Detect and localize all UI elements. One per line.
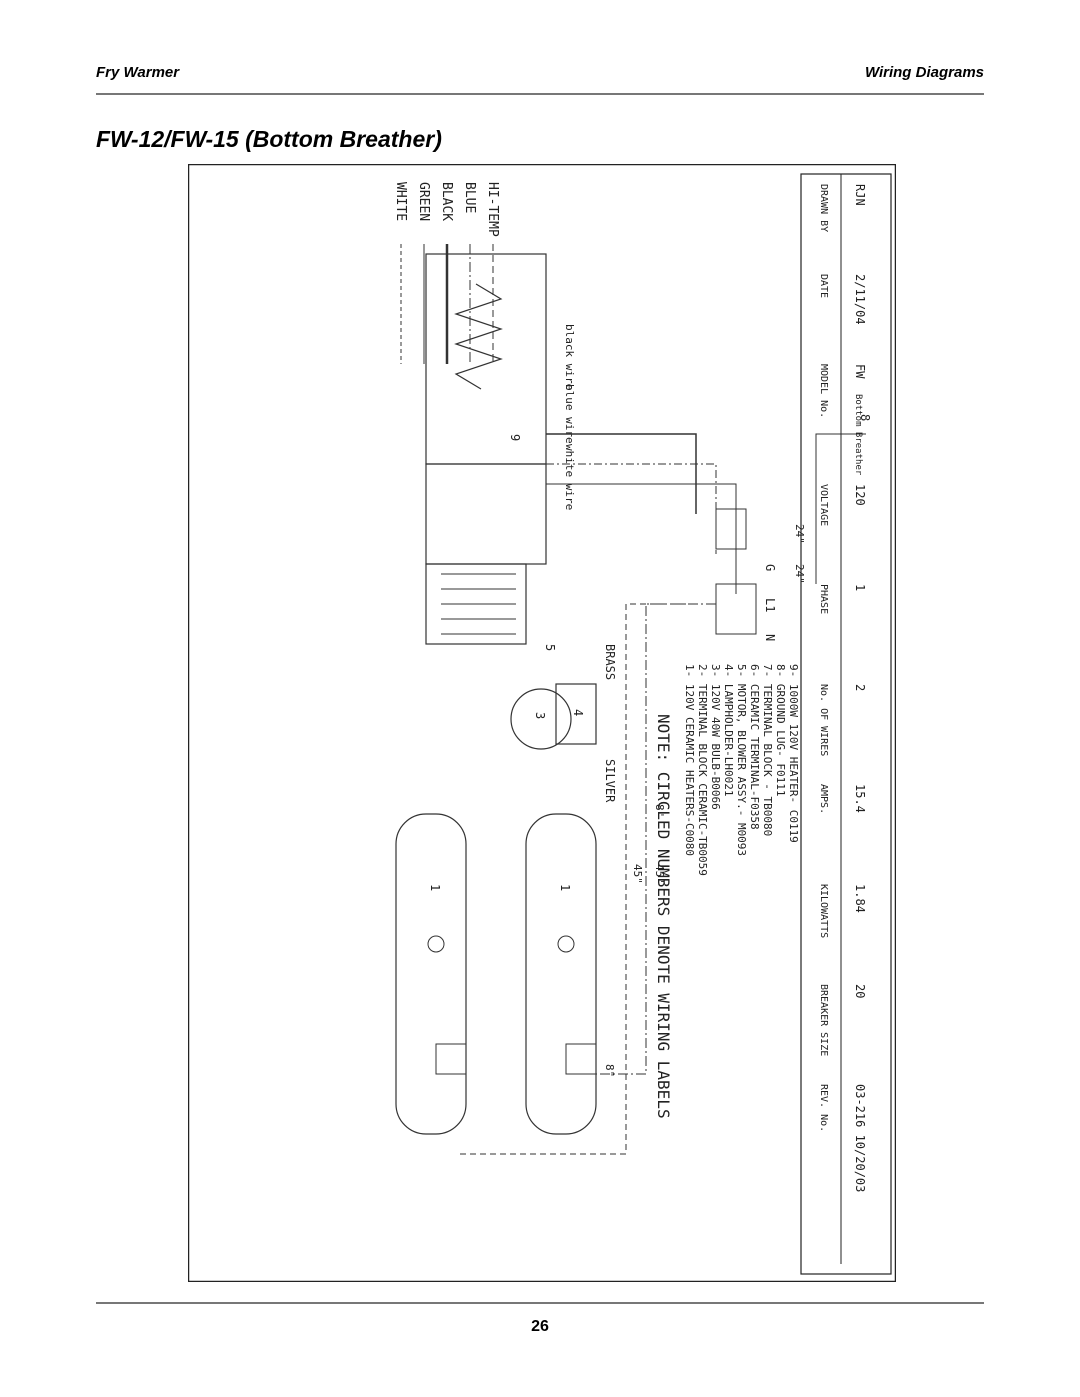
terminal-n: N	[763, 634, 777, 641]
terminal-block-2	[715, 508, 747, 550]
tb-amps-value: 15.4	[853, 784, 867, 813]
brass-terminal-label: BRASS	[603, 644, 617, 680]
legend-white: WHITE	[393, 182, 408, 221]
blue-wire-label: blue wire	[563, 384, 576, 444]
ground-wire	[815, 433, 866, 584]
ceramic-heater-1a	[525, 813, 597, 1135]
title-block	[800, 173, 892, 1275]
tb-drawn-by-label: DRAWN BY	[818, 184, 829, 232]
tb-model-value: FW	[853, 364, 867, 379]
terminal-block-7	[715, 583, 757, 635]
tb-wires-label: No. OF WIRES	[818, 684, 829, 756]
footer-rule	[96, 1302, 984, 1304]
part-1: 1- 120V CERAMIC HEATERS-C0080	[683, 664, 696, 856]
length-45-b: 45"	[631, 864, 644, 884]
part-4: 4- LAMPHOLDER-LH0021	[722, 664, 735, 796]
running-header-left: Fry Warmer	[96, 64, 180, 81]
tb-phase-value: 1	[853, 584, 867, 591]
page-title: FW-12/FW-15 (Bottom Breather)	[96, 126, 442, 152]
length-8-b: 8"	[603, 1064, 616, 1077]
tb-voltage-label: VOLTAGE	[818, 484, 829, 526]
part-8: 8- GROUND LUG- F0111	[774, 664, 787, 796]
tb-drawn-by-value: RJN	[853, 184, 867, 206]
part-7: 7- TERMINAL BLOCK - TB0080	[761, 664, 774, 836]
length-24-b: 24"	[793, 564, 806, 584]
terminal-g: G	[763, 564, 777, 571]
tb-breaker-value: 20	[853, 984, 867, 998]
tb-rev-label: REV. No.	[818, 1084, 829, 1132]
diagram-frame	[188, 164, 896, 1282]
legend-black: BLACK	[439, 182, 454, 221]
length-24-a: 24"	[793, 524, 806, 544]
black-wire-label: black wire	[563, 324, 576, 390]
terminal-l1: L1	[763, 598, 777, 612]
part-3: 3- 120V 40W BULB-B0066	[709, 664, 722, 810]
legend-hitemp: HI-TEMP	[485, 182, 500, 237]
tb-amps-label: AMPS.	[818, 784, 829, 814]
tb-voltage-value: 120	[853, 484, 867, 506]
svg-text:1: 1	[428, 884, 442, 891]
tb-rev-value: 03-216 10/20/03	[853, 1084, 867, 1192]
svg-text:3: 3	[533, 712, 547, 719]
tb-kw-label: KILOWATTS	[818, 884, 829, 938]
tb-date-label: DATE	[818, 274, 829, 298]
tb-phase-label: PHASE	[818, 584, 829, 614]
tb-date-value: 2/11/04	[853, 274, 867, 325]
legend-green: GREEN	[416, 182, 431, 221]
lamp-bulb-3: 3 4	[510, 683, 597, 750]
part-6: 6- CERAMIC TERMINAL-F0358	[748, 664, 761, 830]
svg-text:4: 4	[571, 709, 585, 716]
svg-text:9: 9	[508, 434, 522, 441]
length-8-a: 8"	[653, 804, 666, 817]
running-header-right: Wiring Diagrams	[864, 64, 984, 81]
part-9: 9- 1000W 120V HEATER- C0119	[787, 664, 800, 843]
header-rule	[96, 93, 984, 95]
ceramic-heater-1b	[395, 813, 467, 1135]
part-2: 2- TERMINAL BLOCK CERAMIC-TB0059	[696, 664, 709, 876]
diagram-note: NOTE: CIRCLED NUMBERS DENOTE WIRING LABE…	[654, 714, 673, 1119]
tb-wires-value: 2	[853, 684, 867, 691]
wiring-diagram: WHITE GREEN BLACK BLUE HI-TEMP 9 5 black…	[188, 164, 896, 1282]
svg-text:5: 5	[543, 644, 557, 651]
white-wire-label: white wire	[563, 444, 576, 510]
wire-legend: WHITE GREEN BLACK BLUE HI-TEMP	[393, 182, 500, 364]
blower-motor-5: 5	[425, 463, 557, 651]
tb-model-sub: Bottom Breather	[853, 394, 863, 476]
svg-text:8: 8	[858, 414, 872, 421]
legend-blue: BLUE	[462, 182, 477, 213]
tb-breaker-label: BREAKER SIZE	[818, 984, 829, 1056]
tb-kw-value: 1.84	[853, 884, 867, 913]
part-5: 5- MOTOR, BLOWER ASSY.- M0093	[735, 664, 748, 856]
silver-terminal-label: SILVER	[603, 759, 617, 803]
length-45-a: 45"	[653, 864, 666, 884]
svg-text:1: 1	[558, 884, 572, 891]
tb-model-label: MODEL No.	[818, 364, 829, 418]
page-number: 26	[531, 1318, 549, 1335]
